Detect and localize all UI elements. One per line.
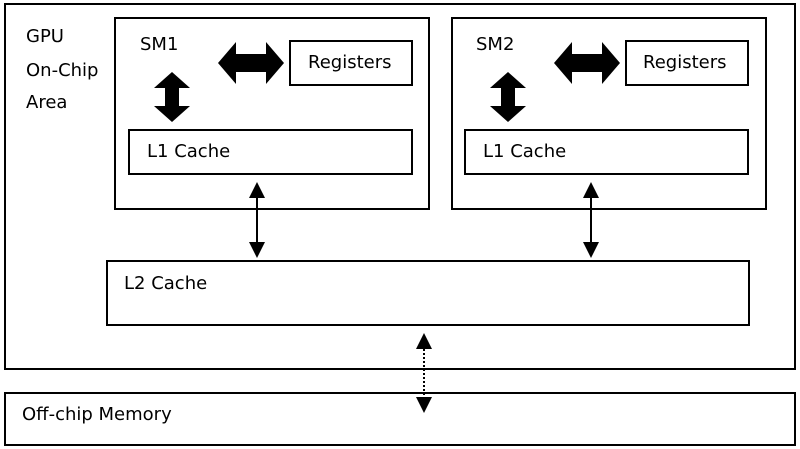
sm2-l1-thick-arrow [490, 72, 526, 122]
offchip-memory-box [4, 392, 796, 446]
sm1-l1-cache-box [128, 129, 413, 175]
sm2-register-thick-arrow [554, 42, 620, 84]
gpu-on-chip-area [4, 3, 796, 370]
sm2-registers-label: Registers [643, 52, 727, 73]
l2-cache-label: L2 Cache [124, 273, 208, 294]
offchip-memory-label: Off-chip Memory [22, 404, 172, 425]
gpu-label-line-3: Area [26, 92, 68, 113]
l2-cache-box [106, 260, 750, 326]
sm2-l1-cache-label: L1 Cache [483, 141, 567, 162]
sm1-l1-cache-label: L1 Cache [147, 141, 231, 162]
sm1-register-thick-arrow [218, 42, 284, 84]
sm1-registers-label: Registers [308, 52, 392, 73]
sm2-registers-box [625, 40, 749, 86]
gpu-label-line-2: On-Chip [26, 60, 99, 81]
sm2-block [451, 17, 767, 210]
sm1-l1-thick-arrow [154, 72, 190, 122]
gpu-label-line-1: GPU [26, 26, 64, 47]
sm2-label: SM2 [476, 34, 515, 55]
sm1-registers-box [289, 40, 413, 86]
sm1-label: SM1 [140, 34, 179, 55]
sm2-l1-cache-box [464, 129, 749, 175]
sm1-block [114, 17, 430, 210]
